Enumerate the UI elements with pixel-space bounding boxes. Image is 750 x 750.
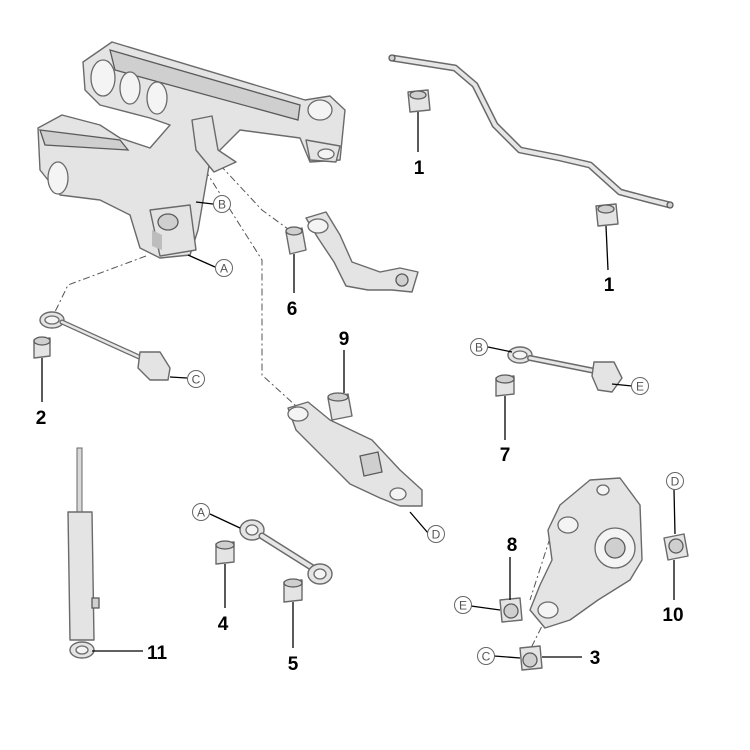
ref-marker-b: B: [213, 195, 231, 213]
ref-letter: C: [482, 650, 491, 664]
knuckle-bushing: [519, 645, 543, 671]
rear-knuckle: [529, 477, 643, 629]
ref-marker-e: E: [631, 377, 649, 395]
callout-number-8: 8: [507, 535, 518, 556]
ref-marker-d: D: [427, 525, 445, 543]
callout-number-7: 7: [500, 445, 511, 466]
callout-number-4: 4: [218, 614, 229, 635]
ref-letter: A: [197, 506, 205, 520]
callout-number-1: 1: [414, 158, 425, 179]
ref-letter: A: [220, 262, 228, 276]
upper-control-arm: [305, 211, 419, 293]
camber-link: [239, 519, 333, 585]
callout-number-11: 11: [147, 643, 168, 664]
ref-letter: D: [671, 475, 680, 489]
callout-number-2: 2: [36, 408, 47, 429]
callout-number-1: 1: [604, 275, 615, 296]
rear-subframe: [37, 41, 346, 259]
lower-arm-bushing: [327, 392, 353, 421]
ref-letter: B: [218, 198, 226, 212]
toe-link-bushing: [495, 374, 515, 397]
ref-marker-a: A: [215, 259, 233, 277]
knuckle-bushing: [663, 533, 689, 561]
callout-number-9: 9: [339, 329, 350, 350]
knuckle-bushing: [499, 597, 523, 623]
lower-control-arm: [287, 401, 423, 507]
stabilizer-bushing: [595, 203, 619, 227]
trailing-link-bushing: [33, 336, 51, 359]
ref-letter: E: [636, 380, 644, 394]
ref-letter: C: [192, 373, 201, 387]
camber-link-bushing-outer: [283, 578, 303, 603]
upper-arm-bushing: [285, 226, 307, 255]
ref-marker-b: B: [470, 338, 488, 356]
ref-marker-c: C: [187, 370, 205, 388]
ref-marker-c: C: [477, 647, 495, 665]
toe-link: [507, 346, 623, 393]
part-callouts: 1 1 2 3 4 5 6 7 8 9 10 11: [36, 158, 684, 675]
callout-number-6: 6: [287, 299, 298, 320]
ref-letter: D: [432, 528, 441, 542]
callout-number-3: 3: [590, 648, 601, 669]
ref-marker-d: D: [666, 472, 684, 490]
stabilizer-bar: [388, 54, 674, 209]
ref-marker-a: A: [192, 503, 210, 521]
ref-marker-e: E: [454, 596, 472, 614]
camber-link-bushing-inner: [215, 540, 235, 565]
shock-absorber: [67, 447, 100, 659]
reference-markers: B A C B E D D A: [187, 195, 684, 665]
leader-lines: [41, 112, 676, 659]
callout-number-10: 10: [662, 605, 683, 626]
stabilizer-bushing: [407, 89, 431, 113]
ref-letter: E: [459, 599, 467, 613]
callout-number-5: 5: [288, 654, 299, 675]
ref-letter: B: [475, 341, 483, 355]
trailing-link: [39, 311, 171, 381]
